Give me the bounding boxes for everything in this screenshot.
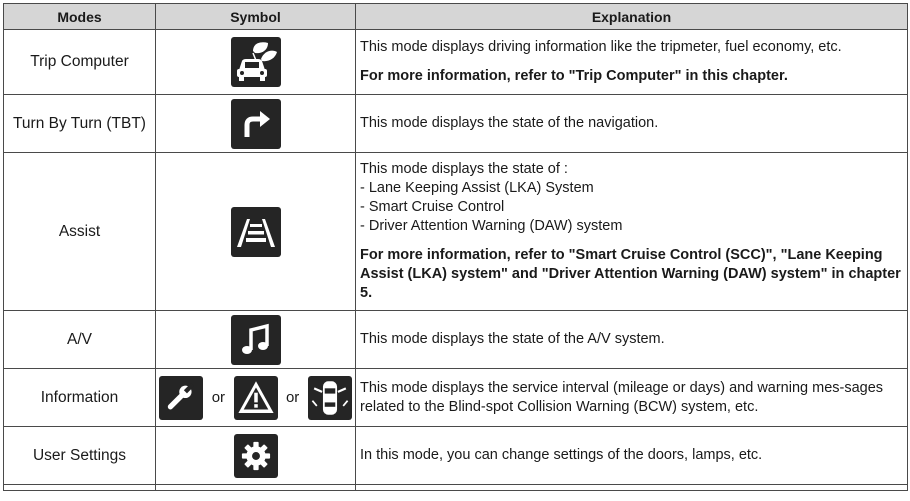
explanation-text: - Smart Cruise Control bbox=[360, 199, 505, 215]
explanation-text: In this mode, you can change settings of… bbox=[360, 447, 763, 463]
explanation-text: This mode displays the service interval … bbox=[360, 379, 884, 415]
symbol-cell bbox=[155, 94, 356, 153]
car-top-view-icon bbox=[307, 375, 352, 420]
symbol-cell bbox=[155, 152, 356, 311]
explanation-note: For more information, refer to "Trip Com… bbox=[360, 68, 788, 84]
empty-cell bbox=[3, 484, 156, 491]
mode-name: Trip Computer bbox=[3, 29, 156, 95]
explanation-cell: This mode displays the service interval … bbox=[355, 368, 908, 427]
empty-cell bbox=[155, 484, 356, 491]
explanation-text: This mode displays the state of the navi… bbox=[360, 115, 659, 131]
explanation-cell: This mode displays the state of : - Lane… bbox=[355, 152, 908, 311]
modes-table: Modes Symbol Explanation Trip Computer bbox=[3, 3, 908, 491]
lane-assist-icon bbox=[230, 206, 281, 257]
explanation-cell: This mode displays the state of the navi… bbox=[355, 94, 908, 153]
explanation-cell: This mode displays the state of the A/V … bbox=[355, 310, 908, 369]
leaf-car-icon bbox=[230, 37, 281, 87]
header-explanation: Explanation bbox=[355, 3, 908, 30]
header-modes: Modes bbox=[3, 3, 156, 30]
explanation-text: This mode displays the state of the A/V … bbox=[360, 331, 665, 347]
empty-cell bbox=[355, 484, 908, 491]
table-row: Trip Computer This mode displays driv bbox=[3, 29, 908, 95]
warning-triangle-icon bbox=[233, 375, 278, 420]
symbol-cell bbox=[155, 29, 356, 95]
mode-name: Information bbox=[3, 368, 156, 427]
header-symbol: Symbol bbox=[155, 3, 356, 30]
explanation-cell: In this mode, you can change settings of… bbox=[355, 426, 908, 485]
gear-icon bbox=[233, 433, 278, 478]
explanation-text: This mode displays the state of : bbox=[360, 161, 568, 177]
header-row: Modes Symbol Explanation bbox=[3, 3, 908, 30]
explanation-cell: This mode displays driving information l… bbox=[355, 29, 908, 95]
explanation-text: - Driver Attention Warning (DAW) system bbox=[360, 218, 623, 234]
explanation-text: - Lane Keeping Assist (LKA) System bbox=[360, 180, 594, 196]
wrench-icon bbox=[159, 375, 204, 420]
mode-name: Turn By Turn (TBT) bbox=[3, 94, 156, 153]
mode-name: A/V bbox=[3, 310, 156, 369]
explanation-text: This mode displays driving information l… bbox=[360, 39, 842, 55]
symbol-cell: or or bbox=[155, 368, 356, 427]
music-note-icon bbox=[230, 314, 281, 365]
or-separator: or bbox=[285, 389, 300, 406]
table-row: Assist This mode displays the state of :… bbox=[3, 152, 908, 311]
table-row-partial bbox=[3, 484, 908, 491]
turn-right-arrow-icon bbox=[230, 98, 281, 149]
table-row: User Settings In this mode, you can chan… bbox=[3, 426, 908, 485]
table-row: Information or or bbox=[3, 368, 908, 427]
explanation-note: For more information, refer to "Smart Cr… bbox=[360, 247, 901, 301]
mode-name: Assist bbox=[3, 152, 156, 311]
symbol-cell bbox=[155, 426, 356, 485]
symbol-cell bbox=[155, 310, 356, 369]
mode-name: User Settings bbox=[3, 426, 156, 485]
table-row: A/V This mode displays the state of the … bbox=[3, 310, 908, 369]
or-separator: or bbox=[211, 389, 226, 406]
table-row: Turn By Turn (TBT) This mode displays th… bbox=[3, 94, 908, 153]
